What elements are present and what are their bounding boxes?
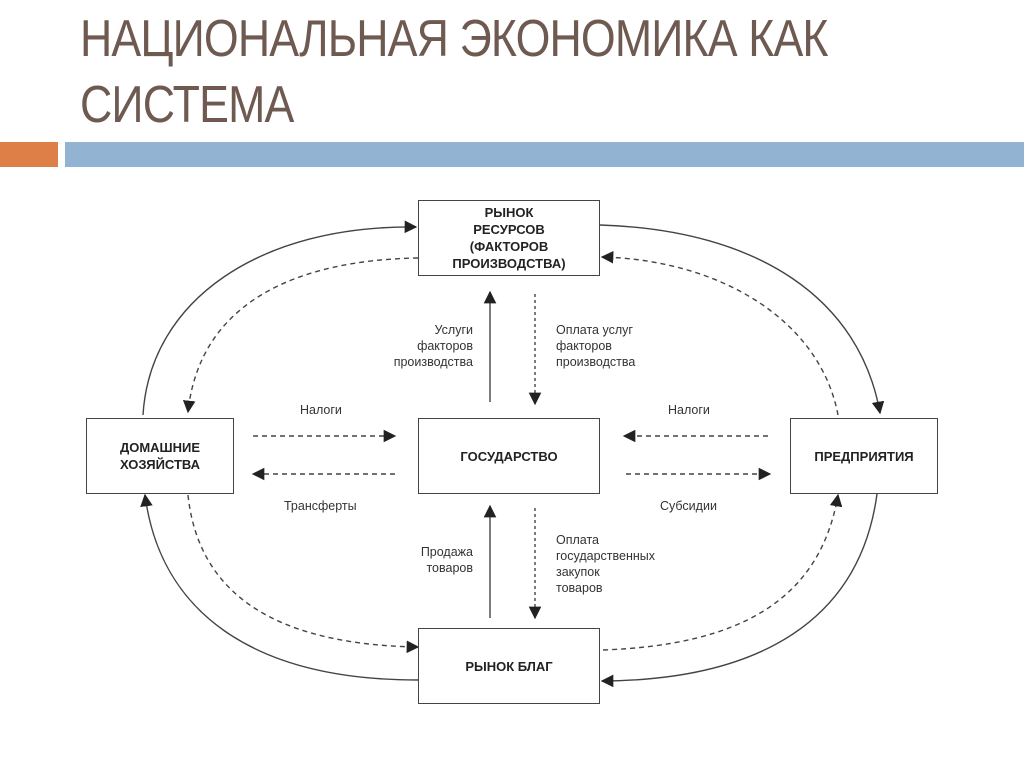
node-resource-market-line: РЕСУРСОВ — [473, 222, 545, 237]
flow-firms-to-goods-market — [600, 493, 878, 688]
flow-resource-market-to-firms — [599, 224, 885, 415]
slide-title-line-2: СИСТЕМА — [80, 76, 294, 134]
label-procurement-payment: Оплата государственных закупок товаров — [556, 532, 655, 596]
label-line: товаров — [556, 581, 603, 595]
node-government: ГОСУДАРСТВО — [418, 418, 600, 494]
node-resource-market-line: РЫНОК — [484, 205, 534, 220]
accent-bar-blue — [65, 142, 1024, 167]
node-resource-market-line: ПРОИЗВОДСТВА) — [452, 256, 566, 271]
node-resource-market: РЫНОК РЕСУРСОВ (ФАКТОРОВ ПРОИЗВОДСТВА) — [418, 200, 600, 276]
label-line: государственных — [556, 549, 655, 563]
label-transfers: Трансферты — [284, 499, 357, 513]
label-taxes-right: Налоги — [668, 403, 710, 417]
accent-bar-orange — [0, 142, 58, 167]
label-factor-payment: Оплата услуг факторов производства — [556, 322, 635, 370]
label-line: производства — [556, 355, 636, 369]
flow-households-to-resource-market — [142, 220, 418, 416]
flow-households-to-goods-market — [187, 494, 420, 654]
node-resource-market-line: (ФАКТОРОВ — [469, 239, 549, 254]
label-line: Оплата услуг — [556, 323, 633, 337]
label-line: товаров — [426, 561, 473, 575]
label-goods-sales: Продажа товаров — [421, 544, 473, 576]
label-line: факторов — [417, 339, 473, 353]
label-factor-services: Услуги факторов производства — [394, 322, 473, 370]
label-line: Продажа — [420, 545, 473, 559]
flow-goods-market-to-households — [140, 493, 419, 681]
node-firms: ПРЕДПРИЯТИЯ — [790, 418, 938, 494]
label-line: Оплата — [556, 533, 599, 547]
node-goods-market-label: РЫНОК БЛАГ — [465, 658, 553, 674]
flow-resource-market-to-households — [182, 257, 419, 414]
node-households-line: ДОМАШНИЕ — [119, 440, 201, 455]
flow-firms-to-resource-market — [600, 250, 839, 416]
node-households: ДОМАШНИЕ ХОЗЯЙСТВА — [86, 418, 234, 494]
slide-title: НАЦИОНАЛЬНАЯ ЭКОНОМИКА КАК СИСТЕМА — [80, 6, 871, 138]
label-taxes-left: Налоги — [300, 403, 342, 417]
node-government-label: ГОСУДАРСТВО — [460, 448, 558, 464]
label-line: закупок — [556, 565, 600, 579]
label-line: факторов — [556, 339, 612, 353]
node-households-line: ХОЗЯЙСТВА — [119, 457, 201, 472]
node-goods-market: РЫНОК БЛАГ — [418, 628, 600, 704]
label-line: Услуги — [434, 323, 473, 337]
label-line: производства — [393, 355, 473, 369]
node-firms-label: ПРЕДПРИЯТИЯ — [814, 448, 914, 464]
slide-title-line-1: НАЦИОНАЛЬНАЯ ЭКОНОМИКА КАК — [80, 10, 828, 68]
label-subsidies: Субсидии — [660, 499, 717, 513]
